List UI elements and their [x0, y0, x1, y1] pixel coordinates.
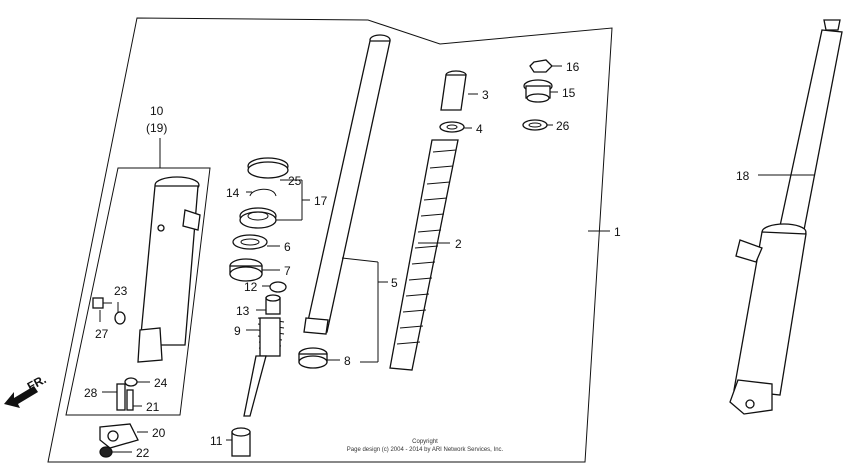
callout-23: 23 — [114, 284, 128, 298]
callout-27: 27 — [95, 327, 109, 341]
callout-6: 6 — [284, 240, 291, 254]
callout-7: 7 — [284, 264, 291, 278]
callout-1: 1 — [614, 225, 621, 239]
callout-28: 28 — [84, 386, 98, 400]
callout-12: 12 — [244, 280, 258, 294]
callout-14: 14 — [226, 186, 240, 200]
assembly-outline — [47, 17, 613, 463]
callout-17: 17 — [314, 194, 328, 208]
callout-8: 8 — [344, 354, 351, 368]
clip-14[interactable] — [249, 188, 277, 197]
callout-15: 15 — [562, 86, 576, 100]
callout-25: 25 — [288, 174, 302, 188]
callout-20: 20 — [152, 426, 166, 440]
callout-9: 9 — [234, 324, 241, 338]
piston-13[interactable] — [265, 294, 281, 315]
spacer-3[interactable] — [440, 70, 467, 111]
inner-tube-5[interactable] — [303, 34, 391, 335]
fork-spring-2[interactable] — [389, 139, 459, 371]
fork-cap-15[interactable] — [523, 79, 553, 103]
slider-group-box — [65, 167, 211, 416]
washer-23[interactable] — [114, 311, 126, 325]
bushing-7[interactable] — [229, 258, 263, 282]
bolt-27[interactable] — [92, 297, 112, 309]
seal-cap-25[interactable] — [247, 157, 289, 179]
callout-26: 26 — [556, 119, 570, 133]
callout-22: 22 — [136, 446, 150, 460]
bolt-16[interactable] — [529, 59, 553, 73]
callout-24: 24 — [154, 376, 168, 390]
callout-5: 5 — [391, 276, 398, 290]
callout-18: 18 — [736, 169, 750, 183]
fork-slider[interactable] — [137, 176, 201, 363]
axle-holder-20[interactable] — [99, 423, 139, 449]
washer-24[interactable] — [124, 377, 138, 387]
callout-21: 21 — [146, 400, 160, 414]
front-direction-arrow — [4, 386, 38, 408]
callout-10-alt-19: (19) — [146, 121, 167, 135]
lock-piece-11[interactable] — [231, 427, 251, 457]
leader-lines — [99, 65, 814, 453]
back-up-ring-6[interactable] — [232, 234, 268, 250]
callout-10: 10 — [150, 104, 164, 118]
damper-rod[interactable] — [243, 355, 267, 417]
oil-seal-17[interactable] — [239, 207, 277, 229]
callout-4: 4 — [476, 122, 483, 136]
o-ring-26[interactable] — [522, 119, 548, 131]
callout-13: 13 — [236, 304, 250, 318]
callout-2: 2 — [455, 237, 462, 251]
callout-16: 16 — [566, 60, 580, 74]
callout-3: 3 — [482, 88, 489, 102]
callout-11: 11 — [210, 434, 223, 448]
rebound-spring-9[interactable] — [257, 317, 285, 357]
bolt-28[interactable] — [116, 383, 134, 411]
spring-seat-4[interactable] — [439, 121, 465, 133]
nut-22[interactable] — [99, 446, 113, 458]
front-fork-assembly-18[interactable] — [729, 19, 843, 415]
copyright-line-2: Page design (c) 2004 - 2014 by ARI Netwo… — [347, 447, 504, 453]
ring-12[interactable] — [269, 281, 287, 293]
copyright-line-1: Copyright — [412, 439, 438, 445]
slide-bushing-8[interactable] — [298, 347, 328, 369]
